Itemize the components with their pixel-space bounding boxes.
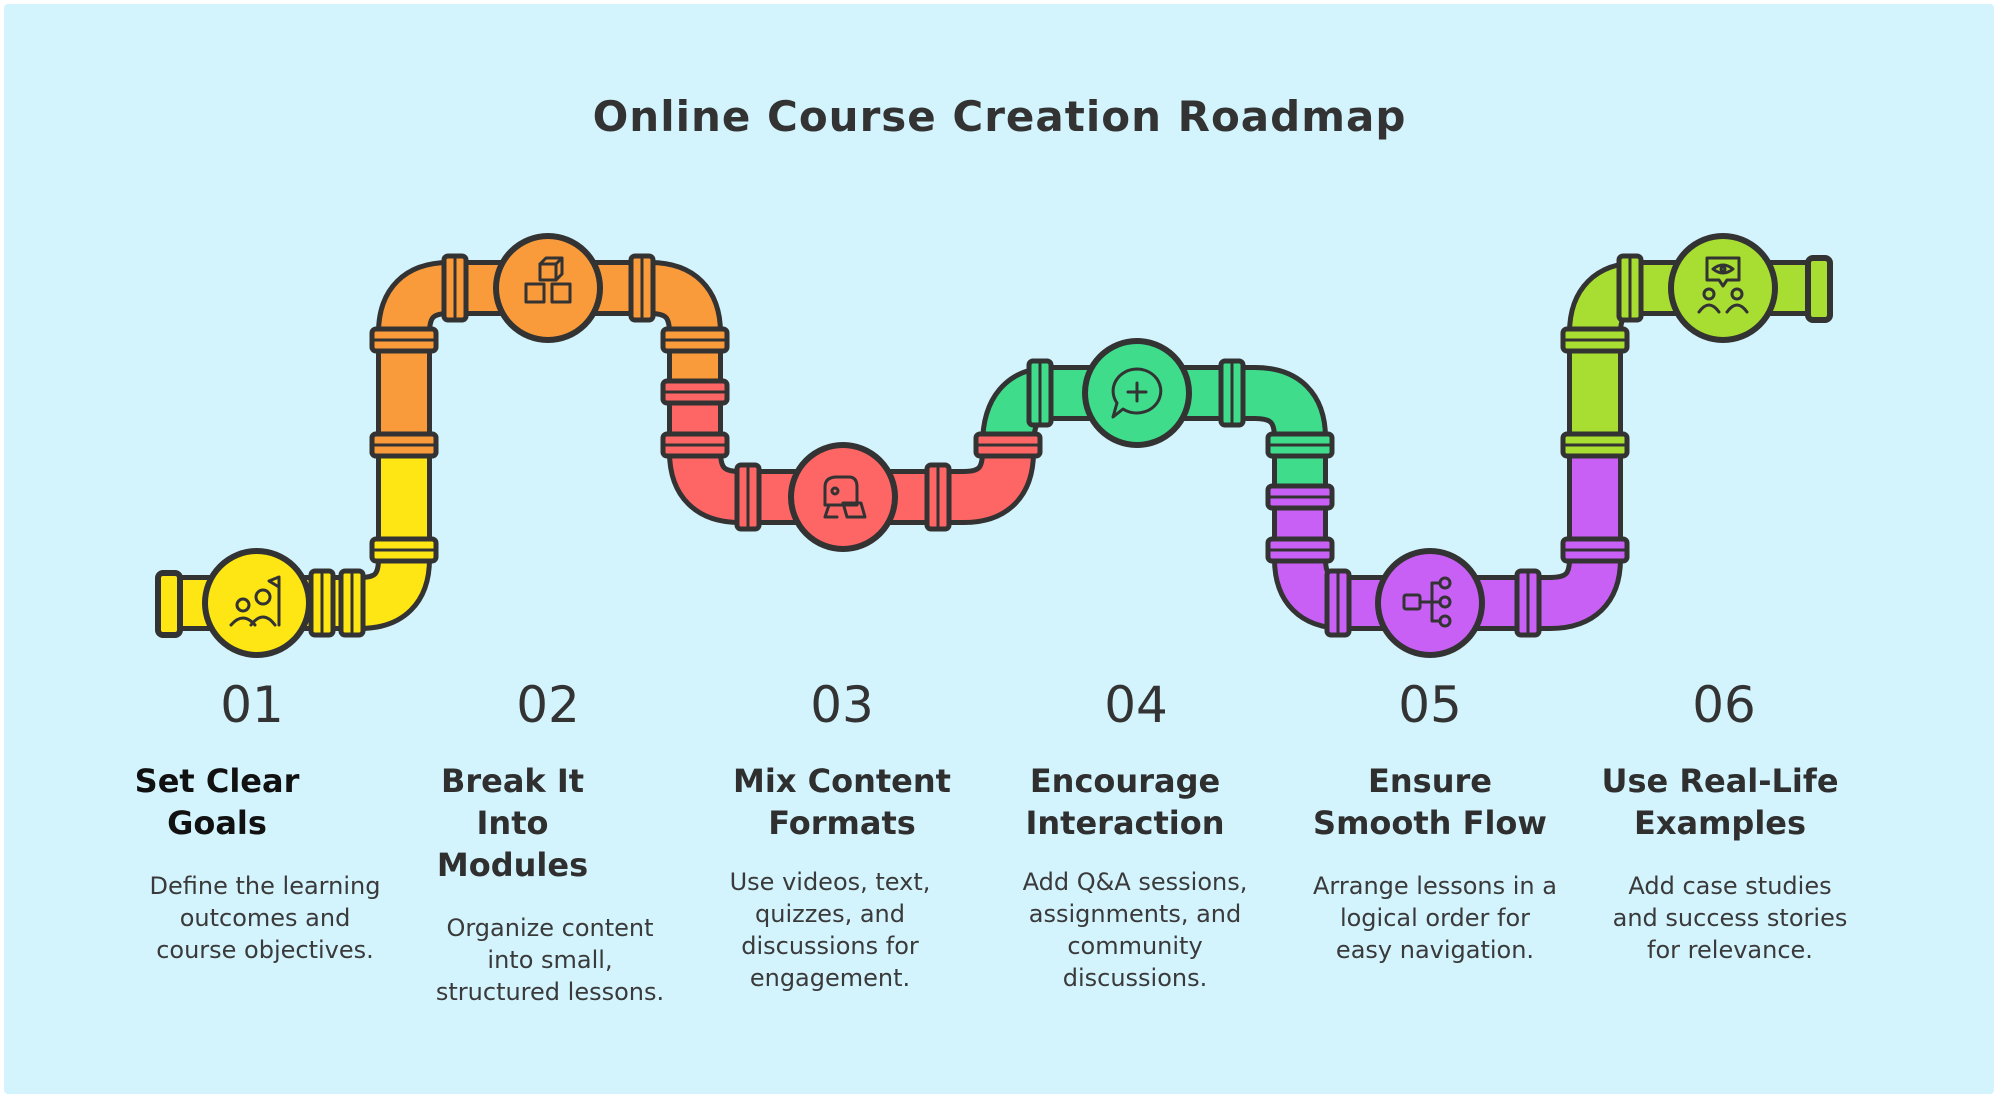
step-1-node: [202, 548, 312, 658]
step-4-node: [1082, 338, 1192, 448]
step-1-number: 01: [220, 676, 284, 734]
people-vision-icon: [1697, 256, 1749, 314]
step-6-number: 06: [1692, 676, 1756, 734]
stacked-cubes-icon: [524, 256, 572, 304]
step-6-node-circle: [1668, 233, 1778, 343]
step-2-number: 02: [516, 676, 580, 734]
pipe-end-cap-right: [1805, 255, 1833, 323]
flow-hierarchy-icon: [1402, 576, 1452, 628]
step-2-node-circle: [493, 233, 603, 343]
diagram-title: Online Course Creation Roadmap: [592, 92, 1407, 141]
step-3-number: 03: [810, 676, 874, 734]
mixed-media-icon: [823, 475, 867, 519]
step-4-number: 04: [1104, 676, 1168, 734]
step-5-number: 05: [1398, 676, 1462, 734]
step-2-node: [493, 233, 603, 343]
goal-flag-people-icon: [229, 575, 281, 627]
pipe-couplings: [155, 253, 1833, 638]
step-6-node: [1668, 233, 1778, 343]
step-5-node: [1375, 548, 1485, 658]
pipe-segment-4: [985, 370, 1323, 497]
diagram-canvas: [4, 4, 1994, 1094]
chat-plus-icon: [1111, 367, 1163, 419]
pipe-end-cap-left: [155, 570, 183, 638]
step-3-node-circle: [788, 442, 898, 552]
step-nodes: [202, 233, 1778, 658]
step-3-node: [788, 442, 898, 552]
